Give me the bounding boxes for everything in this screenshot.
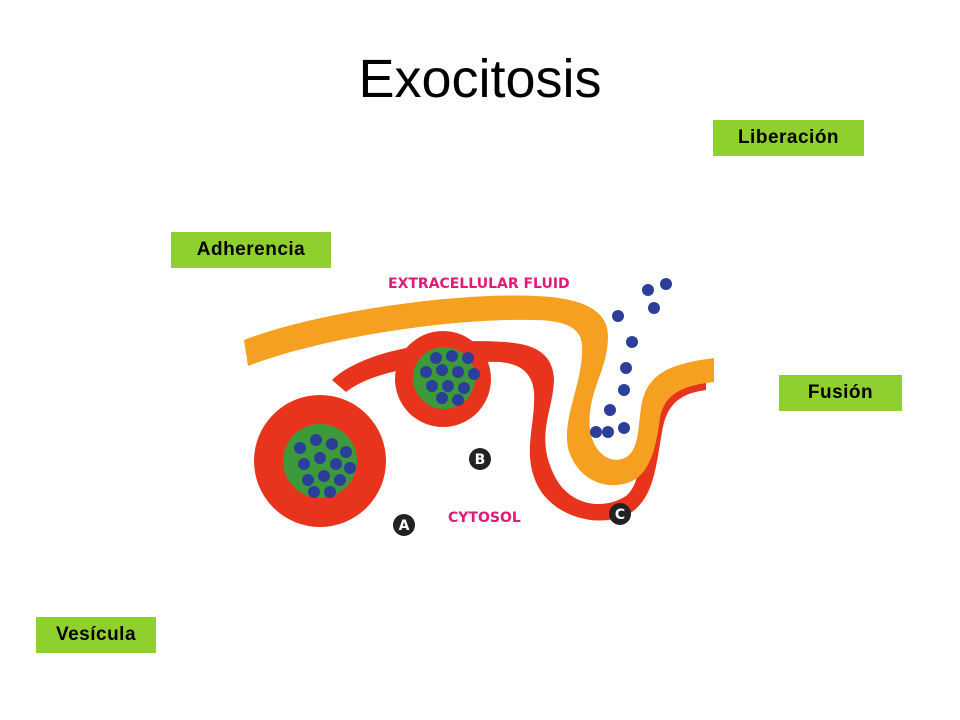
granule bbox=[298, 458, 310, 470]
granule bbox=[618, 422, 630, 434]
granule bbox=[620, 362, 632, 374]
exocytosis-svg: EXTRACELLULAR FLUID CYTOSOL A B C bbox=[244, 276, 714, 536]
exocytosis-illustration: EXTRACELLULAR FLUID CYTOSOL A B C bbox=[236, 252, 716, 552]
granule bbox=[334, 474, 346, 486]
stage-c-letter: C bbox=[615, 507, 625, 523]
label-adherencia: Adherencia bbox=[171, 232, 331, 268]
granule bbox=[602, 426, 614, 438]
granule bbox=[452, 394, 464, 406]
granule bbox=[642, 284, 654, 296]
granule bbox=[420, 366, 432, 378]
granule bbox=[604, 404, 616, 416]
granule bbox=[344, 462, 356, 474]
membrane-inner-lining bbox=[332, 341, 706, 521]
released-granules bbox=[590, 278, 672, 438]
granule bbox=[302, 474, 314, 486]
granule bbox=[648, 302, 660, 314]
granule bbox=[340, 446, 352, 458]
granule bbox=[330, 458, 342, 470]
cytosol-label: CYTOSOL bbox=[448, 510, 521, 526]
label-liberacion: Liberación bbox=[713, 120, 864, 156]
granule bbox=[426, 380, 438, 392]
stage-a-letter: A bbox=[399, 518, 410, 534]
granule bbox=[660, 278, 672, 290]
granule bbox=[318, 470, 330, 482]
stage-marker-c: C bbox=[609, 503, 631, 525]
granule bbox=[326, 438, 338, 450]
stage-b-letter: B bbox=[475, 452, 486, 468]
label-fusion: Fusión bbox=[779, 375, 902, 411]
granule bbox=[618, 384, 630, 396]
vesicle-b-granules bbox=[420, 350, 480, 406]
granule bbox=[468, 368, 480, 380]
granule bbox=[462, 352, 474, 364]
granule bbox=[612, 310, 624, 322]
vesicle-b-content bbox=[413, 347, 475, 409]
granule bbox=[324, 486, 336, 498]
granule bbox=[446, 350, 458, 362]
granule bbox=[308, 486, 320, 498]
granule bbox=[314, 452, 326, 464]
stage-marker-a: A bbox=[393, 514, 415, 536]
granule bbox=[452, 366, 464, 378]
granule bbox=[430, 352, 442, 364]
granule bbox=[442, 380, 454, 392]
label-vesicula: Vesícula bbox=[36, 617, 156, 653]
granule bbox=[294, 442, 306, 454]
granule bbox=[458, 382, 470, 394]
granule bbox=[626, 336, 638, 348]
slide-title: Exocitosis bbox=[358, 49, 602, 109]
granule bbox=[436, 364, 448, 376]
vesicle-a-granules bbox=[294, 434, 356, 498]
plasma-membrane bbox=[244, 295, 714, 486]
stage-marker-b: B bbox=[469, 448, 491, 470]
granule bbox=[310, 434, 322, 446]
granule bbox=[590, 426, 602, 438]
extracellular-fluid-label: EXTRACELLULAR FLUID bbox=[388, 276, 570, 292]
granule bbox=[436, 392, 448, 404]
